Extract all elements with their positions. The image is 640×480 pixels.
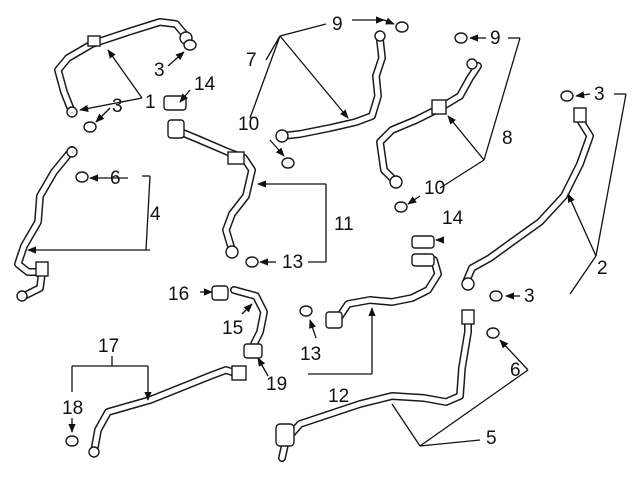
o-ring-icon — [489, 290, 503, 302]
callout-19: 19 — [266, 374, 287, 395]
o-ring-icon — [486, 327, 500, 339]
callout-3: 3 — [154, 60, 165, 81]
gasket-icon — [411, 235, 435, 249]
callout-12: 12 — [328, 386, 349, 407]
callout-14: 14 — [442, 208, 464, 229]
callout-16: 16 — [168, 284, 189, 305]
hose-part-11 — [167, 119, 256, 259]
fitting-icon — [573, 107, 587, 123]
hose-part-7 — [275, 30, 386, 143]
sleeve-icon — [227, 151, 245, 165]
hose-part-12 — [325, 256, 442, 329]
hose-part-1 — [54, 18, 193, 118]
callout-14: 14 — [194, 74, 216, 95]
callout-4: 4 — [150, 204, 161, 225]
fitting-icon — [16, 290, 28, 302]
fitting-icon — [66, 106, 78, 118]
hose-part-2 — [461, 107, 594, 291]
o-ring-icon — [395, 21, 409, 33]
flange-icon — [411, 253, 435, 267]
o-ring-icon — [299, 305, 313, 317]
callout-9: 9 — [490, 28, 501, 49]
fitting-icon — [88, 446, 100, 458]
o-ring-icon — [75, 171, 89, 183]
o-ring-icon — [454, 32, 468, 44]
bracket-icon — [87, 35, 101, 47]
callout-8: 8 — [502, 128, 513, 149]
clamp-icon — [211, 285, 229, 301]
callout-10: 10 — [424, 178, 445, 199]
callout-1: 1 — [145, 92, 156, 113]
hose-part-4 — [14, 146, 78, 302]
callout-2: 2 — [597, 258, 608, 279]
o-ring-icon — [394, 201, 408, 213]
o-ring-icon — [65, 435, 79, 447]
fitting-icon — [461, 277, 475, 291]
callout-13: 13 — [282, 252, 303, 273]
callout-13: 13 — [300, 344, 321, 365]
callout-17: 17 — [98, 336, 119, 357]
o-ring-icon — [560, 90, 574, 102]
line-part-17 — [88, 365, 247, 458]
hose-part-15 — [230, 286, 268, 348]
callout-10: 10 — [238, 114, 259, 135]
fitting-icon — [231, 365, 247, 381]
callout-18: 18 — [62, 398, 83, 419]
fitting-icon — [461, 309, 475, 325]
o-ring-icon — [281, 157, 295, 169]
clamp-icon — [243, 343, 263, 359]
o-ring-icon — [183, 39, 197, 51]
callout-3: 3 — [594, 84, 605, 105]
bracket-icon — [431, 99, 447, 115]
hose-part-8 — [376, 58, 482, 189]
fitting-icon — [275, 129, 289, 143]
o-ring-icon — [245, 256, 259, 268]
callout-15: 15 — [222, 318, 243, 339]
o-ring-icon — [83, 121, 97, 133]
fitting-icon — [275, 423, 295, 447]
fitting-icon — [35, 261, 49, 277]
leader-lines — [27, 16, 627, 447]
fitting-icon — [374, 30, 386, 42]
callout-9: 9 — [332, 14, 343, 35]
callout-labels: 1 2 3 3 3 3 4 5 6 6 7 8 9 9 10 10 11 12 … — [62, 14, 608, 449]
fitting-icon — [225, 245, 239, 259]
callout-7: 7 — [246, 50, 257, 71]
callout-6: 6 — [510, 360, 521, 381]
fitting-icon — [466, 58, 478, 70]
hose-part-5 — [275, 309, 475, 462]
callout-6: 6 — [110, 168, 121, 189]
fitting-icon — [66, 146, 78, 158]
flange-icon — [325, 311, 343, 329]
fitting-icon — [389, 175, 403, 189]
callout-3: 3 — [524, 286, 535, 307]
flange-icon — [167, 119, 185, 139]
callout-3: 3 — [112, 96, 123, 117]
callout-5: 5 — [486, 428, 497, 449]
callout-11: 11 — [334, 214, 354, 235]
